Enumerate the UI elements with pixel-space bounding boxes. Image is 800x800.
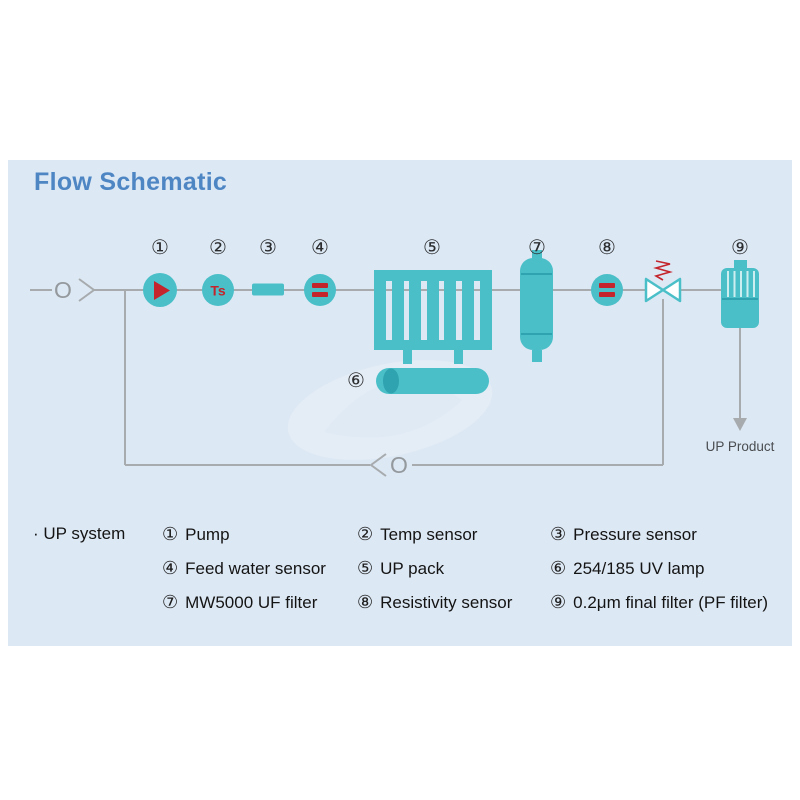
temp-sensor-label: Ts <box>210 283 226 299</box>
legend-item-uv-lamp: ⑥ 254/185 UV lamp <box>550 558 705 579</box>
legend-num-2: ② <box>357 524 374 545</box>
up-product-label: UP Product <box>706 439 775 454</box>
final-filter-icon <box>721 260 759 328</box>
legend-item-temp-sensor: ② Temp sensor <box>357 524 477 545</box>
uv-lamp-icon <box>376 368 489 394</box>
legend-label-3: Pressure sensor <box>573 525 697 544</box>
legend-label-2: Temp sensor <box>380 525 478 544</box>
marker-8: ⑧ <box>598 235 616 259</box>
legend-label-7: MW5000 UF filter <box>185 593 318 612</box>
legend-num-7: ⑦ <box>162 592 179 613</box>
legend-num-4: ④ <box>162 558 179 579</box>
marker-2: ② <box>209 235 227 259</box>
marker-1: ① <box>151 235 169 259</box>
legend-item-pressure-sensor: ③ Pressure sensor <box>550 524 697 545</box>
legend-num-1: ① <box>162 524 179 545</box>
legend-item-uf-filter: ⑦ MW5000 UF filter <box>162 592 317 613</box>
inlet-chevron-icon <box>78 278 96 302</box>
legend-label-4: Feed water sensor <box>185 559 326 578</box>
legend-item-resistivity-sensor: ⑧ Resistivity sensor <box>357 592 512 613</box>
valve-icon <box>644 260 682 303</box>
legend-label-5: UP pack <box>380 559 445 578</box>
legend-num-8: ⑧ <box>357 592 374 613</box>
legend-item-final-filter: ⑨ 0.2μm final filter (PF filter) <box>550 592 768 613</box>
flow-diagram: O O Ts <box>30 250 775 478</box>
flow-lines <box>30 278 741 477</box>
inlet-connector-symbol: O <box>54 277 72 303</box>
page-title: Flow Schematic <box>34 168 228 196</box>
return-chevron-icon <box>369 453 387 477</box>
legend-num-5: ⑤ <box>357 558 374 579</box>
marker-9: ⑨ <box>731 235 749 259</box>
legend-num-3: ③ <box>550 524 567 545</box>
temp-sensor-icon: Ts <box>202 274 234 306</box>
marker-7: ⑦ <box>528 235 546 259</box>
marker-6: ⑥ <box>347 368 365 392</box>
feed-water-sensor-icon <box>304 274 336 306</box>
legend-system-label: · UP system <box>33 524 126 543</box>
legend-item-up-pack: ⑤ UP pack <box>357 558 444 579</box>
return-connector-symbol: O <box>390 452 408 478</box>
up-pack-icon <box>374 270 492 364</box>
pressure-sensor-icon <box>252 283 284 296</box>
legend-label-1: Pump <box>185 525 230 544</box>
resistivity-sensor-icon <box>591 274 623 306</box>
legend-item-feed-water-sensor: ④ Feed water sensor <box>162 558 326 579</box>
legend-label-6: 254/185 UV lamp <box>573 559 705 578</box>
pump-icon <box>143 273 177 307</box>
legend-label-8: Resistivity sensor <box>380 593 513 612</box>
marker-5: ⑤ <box>423 235 441 259</box>
legend-item-pump: ① Pump <box>162 524 230 545</box>
product-arrowhead-icon <box>733 418 747 431</box>
marker-4: ④ <box>311 235 329 259</box>
marker-3: ③ <box>259 235 277 259</box>
legend-label-9: 0.2μm final filter (PF filter) <box>573 593 769 612</box>
legend-num-9: ⑨ <box>550 592 567 613</box>
uf-filter-icon <box>520 250 553 362</box>
legend-num-6: ⑥ <box>550 558 567 579</box>
